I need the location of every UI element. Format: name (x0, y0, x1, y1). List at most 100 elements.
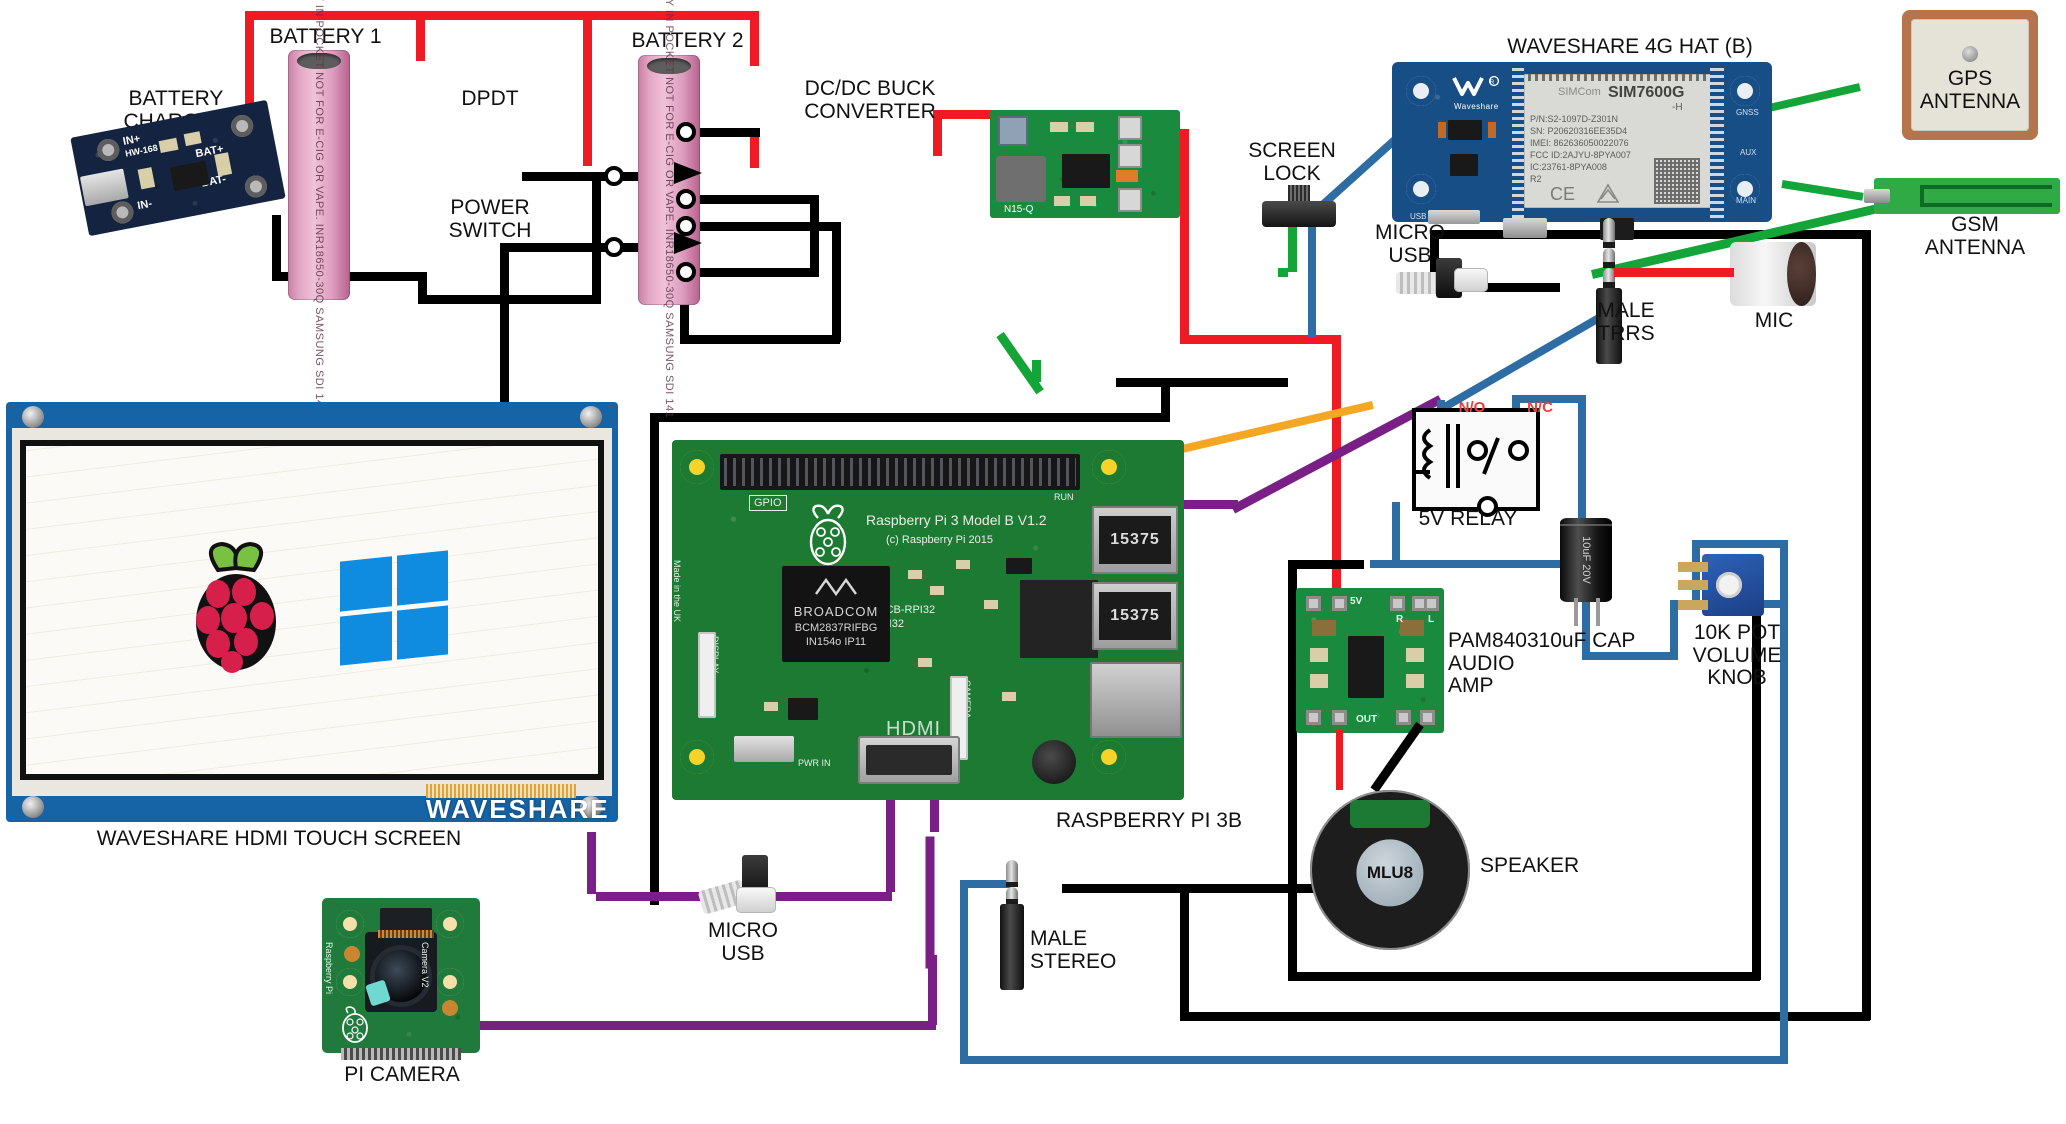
buck-inductor (996, 156, 1046, 202)
relay-contact-no (1467, 440, 1488, 461)
rpi-usb-port-top: 15375 (1092, 506, 1178, 574)
wire-black-mic-loop-right (1862, 230, 1871, 1020)
label-pot: 10K POT VOLUME KNOB (1692, 621, 1782, 690)
wire-blue-pot-top-h (1692, 540, 1788, 548)
wire-black-batt1-bottom-up (418, 272, 427, 298)
micro-usb-top-strain (1396, 272, 1440, 294)
wire-red-top-bus (583, 11, 759, 20)
wire-blue-stereo-h (960, 880, 1012, 888)
amp-pad-gnd-in (1306, 596, 1321, 611)
wire-blue-relay-com-v (1392, 502, 1400, 562)
wire-red-speaker (1336, 730, 1343, 790)
hat-silk-gnss: GNSS (1736, 108, 1759, 117)
wire-red-dpdt-left-up (583, 11, 592, 166)
svg-text:R: R (1490, 80, 1495, 86)
rpi-smd-a (908, 570, 922, 579)
micro-usb-bottom-shell (736, 887, 776, 913)
hat-silk-usb-hub: USB HUB (1410, 212, 1446, 221)
screen-lock-button[interactable] (1262, 185, 1336, 227)
wire-black-pi-loop-left (650, 413, 659, 905)
amp-cap-1 (1312, 620, 1336, 636)
rpi-usb-top-slot (1099, 516, 1171, 564)
hat-silk-rev: R2 (1530, 174, 1542, 184)
cam-hole-br (436, 968, 464, 996)
hat-mount-hole-tl (1406, 76, 1436, 106)
hat-silk-ic: IC:23761-8PYA008 (1530, 162, 1607, 172)
label-speaker: SPEAKER (1480, 854, 1580, 877)
rpi-silk-made-uk: Made in the UK (672, 560, 682, 623)
dpdt-throw-2 (676, 189, 696, 209)
screen-lock-knurl (1288, 185, 1310, 203)
wire-red-mic (1614, 268, 1734, 277)
cam-raspberry-logo-icon (342, 1006, 368, 1043)
buck-smd-2 (1076, 122, 1094, 132)
raspberry-pi-logo-icon (809, 504, 847, 566)
amp-ic (1348, 636, 1384, 698)
wire-black-mic-lead (1430, 283, 1560, 292)
pot-leg-1 (1678, 562, 1708, 572)
wire-black-charger-down (272, 215, 281, 279)
rpi-silk-copyright: (c) Raspberry Pi 2015 (886, 534, 993, 546)
speaker-marking: MLU8 (1366, 863, 1414, 883)
windows-pane-tl (340, 556, 392, 612)
cam-via-l (344, 946, 360, 962)
wire-blue-relay-nc-h (1512, 395, 1584, 403)
speaker-dome (1356, 839, 1424, 907)
battery-1-terminal (296, 53, 342, 69)
wire-purple-cam-diag (925, 836, 935, 969)
wire-blue-relay-nc-down (1578, 395, 1586, 565)
label-battery-2: BATTERY 2 (631, 29, 744, 52)
screen-watermark: WAVESHARE (426, 794, 610, 824)
wire-blue-amp-out-h (1370, 560, 1586, 568)
label-cap: 10uF CAP (1538, 629, 1636, 652)
wire-black-dpdt-left-down (500, 243, 509, 513)
wire-black-amp-box-left (1288, 560, 1297, 980)
wire-green-screenlock-a (1278, 268, 1288, 277)
wire-black-dpdt-in-bottom (500, 243, 672, 252)
hat-mount-hole-br (1730, 174, 1760, 204)
gsm-antenna-trace (1920, 185, 2052, 207)
rpi-mount-hole-bl (680, 740, 714, 774)
wire-black-mic-loop-top (1430, 230, 1870, 239)
wire-red-dpdt-right-up (750, 128, 759, 168)
wire-black-batt1-right (418, 295, 600, 304)
wire-red-buck-in-h (933, 110, 993, 119)
hat-silk-variant: -H (1672, 102, 1683, 113)
amp-pad-l-out-minus (1306, 710, 1321, 725)
hat-smd-chip-1 (1448, 120, 1482, 140)
micro-usb-plug-top (1396, 258, 1492, 302)
hat-smd-r2 (1488, 122, 1496, 138)
buck-pad-out-plus (1118, 116, 1142, 140)
stereo-ring-1 (1006, 882, 1018, 887)
waveshare-4g-hat: SIMCom SIM7600G -H P/N:S2-1097D-Z301N SN… (1392, 62, 1772, 224)
rpi-mount-hole-tr (1092, 450, 1126, 484)
wire-black-stereo-v (1180, 884, 1189, 1014)
gsm-antenna (1864, 178, 2060, 214)
pot-leg-3 (1678, 600, 1708, 610)
cap-leg-2 (1596, 598, 1600, 626)
label-raspberry-pi: RASPBERRY PI 3B (1056, 809, 1242, 832)
dcdc-buck-converter: N15-Q (990, 110, 1180, 218)
wire-red-buck-out-down (1180, 129, 1189, 343)
micro-usb-top-shell (1454, 268, 1488, 292)
waveshare-touch-screen[interactable]: WAVESHARE (6, 402, 618, 824)
wire-blue-cap-bottom (1582, 652, 1678, 660)
wire-black-pi-loop-right (1161, 378, 1170, 422)
wire-purple-cam-corner (928, 955, 937, 1025)
hat-silk-sn: SN: P20620316EE35D4 (1530, 126, 1628, 136)
wire-blue-stereo-up (960, 880, 968, 1060)
hat-silk-pn: P/N:S2-1097D-Z301N (1530, 114, 1619, 124)
pam8403-audio-amp: 5V R L OUT (1296, 588, 1444, 733)
amp-cap-2 (1400, 620, 1424, 636)
cam-flex-connector (378, 930, 434, 938)
relay-contact-nc (1508, 440, 1529, 461)
amp-pad-l-out-plus (1332, 710, 1347, 725)
rpi-micro-usb-power (734, 736, 794, 762)
rpi-silk-gpio: GPIO (750, 496, 786, 510)
cam-via-r (442, 1000, 458, 1016)
battery-1: NEVER CARRY IN POCKET NOT FOR E-CIG OR V… (288, 0, 350, 413)
screen-panel (20, 440, 604, 780)
label-buck-converter: DC/DC BUCK CONVERTER (804, 77, 936, 123)
cam-silk-model: Camera V2 (420, 942, 430, 988)
amp-silk-l: L (1428, 614, 1435, 625)
